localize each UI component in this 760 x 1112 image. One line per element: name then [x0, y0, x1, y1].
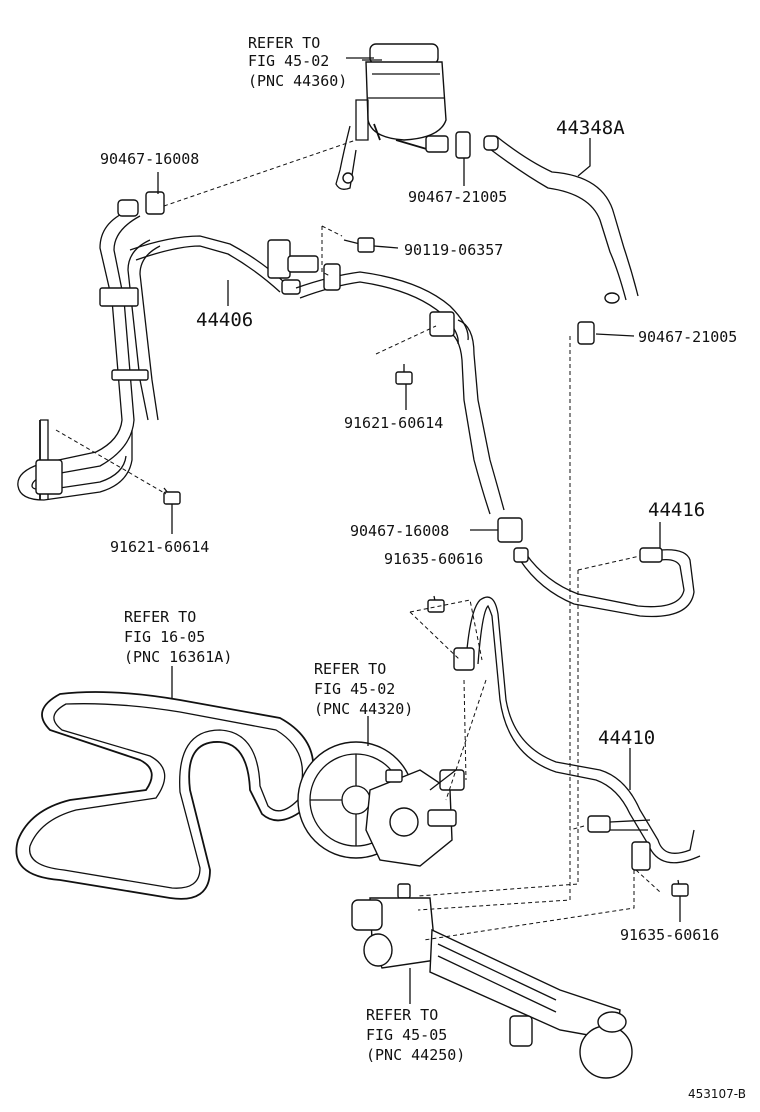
power-steering-pump [297, 741, 465, 867]
refer-belt-line3: (PNC 16361A) [124, 648, 232, 666]
label-90119-06357: 90119-06357 [404, 241, 503, 259]
hose-clip-top-left [145, 191, 165, 215]
label-91621-60614-b: 91621-60614 [110, 538, 209, 556]
hose-clip-mid-right [577, 321, 595, 345]
refer-reservoir-line1: REFER TO [248, 34, 320, 52]
refer-pump-line2: FIG 45-02 [314, 680, 395, 698]
label-44348A: 44348A [556, 117, 625, 139]
return-hose-44348a [483, 135, 639, 304]
pressure-tube-44406 [17, 199, 469, 501]
figure-id: 453107-B [688, 1087, 746, 1101]
reservoir-assembly [335, 43, 449, 190]
label-91635-60616-a: 91635-60616 [384, 550, 483, 568]
refer-pump-line1: REFER TO [314, 660, 386, 678]
drive-belt [15, 691, 315, 900]
label-44410: 44410 [598, 727, 655, 749]
label-44406: 44406 [196, 309, 253, 331]
refer-gear-line1: REFER TO [366, 1006, 438, 1024]
refer-gear-line3: (PNC 44250) [366, 1046, 465, 1064]
hose-clip-lower [497, 517, 523, 543]
return-tube-44416 [513, 547, 695, 618]
refer-reservoir-line3: (PNC 44360) [248, 72, 347, 90]
label-90467-16008-a: 90467-16008 [100, 150, 199, 168]
leader-lines [157, 57, 681, 1004]
label-91621-60614-a: 91621-60614 [344, 414, 443, 432]
bolt-91635-60616-upper [427, 595, 445, 613]
label-90467-21005-b: 90467-21005 [638, 328, 737, 346]
bolt-91621-60614-lower [163, 487, 181, 505]
refer-reservoir-line2: FIG 45-02 [248, 52, 329, 70]
label-90467-21005-a: 90467-21005 [408, 188, 507, 206]
bolt-91621-60614-upper [395, 364, 413, 385]
bolt-91635-60616-lower [671, 879, 689, 897]
hose-44406-lower-section [429, 311, 505, 515]
label-44416: 44416 [648, 499, 705, 521]
hose-clip-top [455, 131, 471, 159]
refer-pump-line3: (PNC 44320) [314, 700, 413, 718]
bolt-90119-06357 [343, 237, 375, 253]
label-91635-60616-b: 91635-60616 [620, 926, 719, 944]
label-90467-16008-b: 90467-16008 [350, 522, 449, 540]
refer-belt-line2: FIG 16-05 [124, 628, 205, 646]
dashed-connection-lines [55, 139, 661, 941]
steering-gear [351, 883, 633, 1079]
pressure-hose-44410 [453, 596, 701, 871]
refer-belt-line1: REFER TO [124, 608, 196, 626]
refer-gear-line2: FIG 45-05 [366, 1026, 447, 1044]
